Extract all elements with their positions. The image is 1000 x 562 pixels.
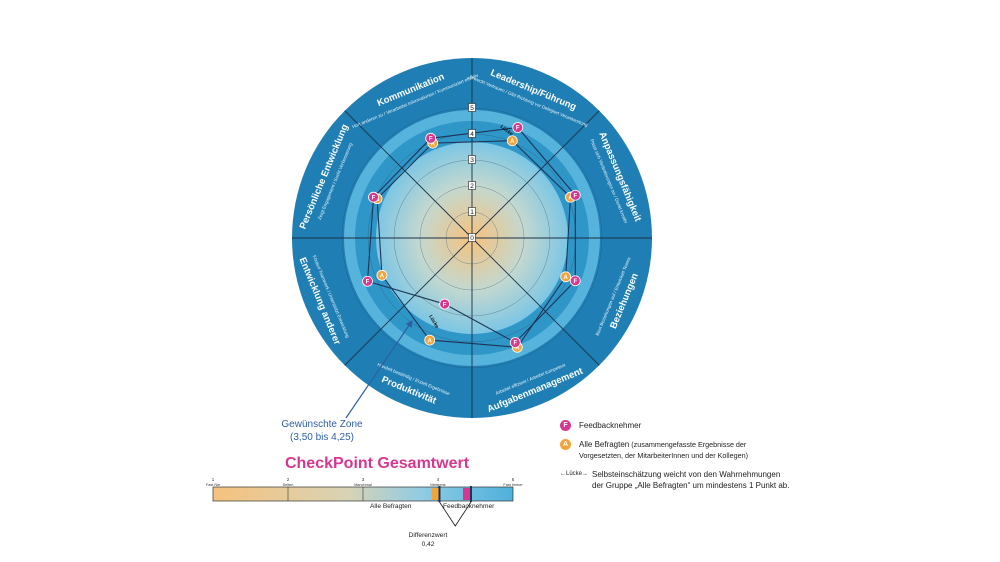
summary-scale-label: Fast Nie bbox=[206, 483, 220, 487]
scale-tick-label: 2 bbox=[470, 183, 474, 190]
feedbacknehmer-point bbox=[362, 275, 373, 287]
feedbacknehmer-point bbox=[425, 132, 437, 144]
scale-tick-box bbox=[468, 207, 476, 216]
legend-feedbacknehmer: F Feedbacknehmer bbox=[560, 420, 790, 431]
summary-scale-label: Manchmal bbox=[354, 483, 372, 487]
scale-tick-box bbox=[468, 103, 476, 112]
scale-ticks: 0 1 2 3 4 5 bbox=[468, 103, 476, 242]
scale-tick-box bbox=[468, 233, 476, 242]
legend-gap-word: Lücke bbox=[566, 471, 583, 477]
alle-befragten-bar-label: Alle Befragten bbox=[370, 503, 412, 510]
alle-befragten-point bbox=[376, 269, 388, 281]
feedbacknehmer-point-label: F bbox=[573, 193, 577, 199]
gap-arrow-icon: ←Lücke→ bbox=[560, 471, 589, 477]
feedbacknehmer-point bbox=[439, 298, 451, 310]
feedbacknehmer-marker bbox=[463, 488, 471, 500]
scale-tick-label: 1 bbox=[470, 209, 474, 216]
feedbacknehmer-point bbox=[569, 189, 581, 201]
legend-a-sub: (zusammengefasste Ergebnisse der Vorgese… bbox=[579, 440, 749, 460]
scale-tick-box bbox=[468, 129, 476, 138]
feedbacknehmer-badge-icon: F bbox=[560, 420, 571, 431]
scale-tick-box bbox=[468, 181, 476, 190]
spoke-line bbox=[344, 237, 473, 366]
score-markers: AFAFAFAFAFAFAFAF bbox=[362, 122, 581, 353]
alle-befragten-point-label: A bbox=[431, 141, 436, 147]
summary-title: CheckPoint Gesamtwert bbox=[284, 455, 470, 472]
difference-label: Differenzwert bbox=[408, 532, 448, 539]
alle-befragten-point-label: A bbox=[515, 345, 520, 351]
zone-note-line2: (3,50 bis 4,25) bbox=[290, 432, 354, 443]
legend-a-main: Alle Befragten bbox=[579, 440, 630, 449]
alle-befragten-point bbox=[424, 334, 436, 346]
feedbacknehmer-point bbox=[509, 337, 521, 348]
feedbacknehmer-point-label: F bbox=[516, 126, 520, 132]
scale-tick-label: 5 bbox=[470, 105, 474, 112]
summary-scale-label: Fast Immer bbox=[503, 483, 523, 487]
alle-befragten-point-label: A bbox=[428, 338, 433, 344]
alle-befragten-marker bbox=[431, 488, 440, 500]
feedbacknehmer-point-label: F bbox=[366, 279, 370, 285]
summary-scale-label: Selten bbox=[283, 483, 294, 487]
feedbacknehmer-point-label: F bbox=[443, 302, 447, 308]
difference-note: Differenzwert 0,42 bbox=[398, 531, 458, 549]
alle-befragten-point bbox=[560, 271, 572, 283]
feedbacknehmer-bar-label: Feedbacknehmer bbox=[443, 503, 495, 510]
difference-bracket bbox=[439, 501, 472, 527]
legend-gap-desc: Selbsteinschätzung weicht von den Wahrne… bbox=[592, 470, 790, 490]
alle-befragten-line bbox=[438, 486, 441, 502]
alle-befragten-point-label: A bbox=[380, 274, 385, 280]
scale-tick-label: 0 bbox=[470, 235, 474, 242]
summary-scale-label: Meistens bbox=[430, 483, 445, 487]
alle-befragten-badge-icon: A bbox=[560, 439, 571, 450]
scale-tick-label: 4 bbox=[470, 131, 474, 138]
feedbacknehmer-point-label: F bbox=[372, 195, 376, 201]
summary-scale-number: 2 bbox=[287, 477, 290, 482]
feedbacknehmer-point-label: F bbox=[429, 137, 433, 143]
feedbacknehmer-point-label: F bbox=[573, 279, 577, 285]
feedbacknehmer-point bbox=[569, 275, 581, 287]
summary-scale-number: 5 bbox=[512, 477, 515, 482]
desired-zone-note: Gewünschte Zone (3,50 bis 4,25) bbox=[262, 418, 382, 444]
spoke-line bbox=[471, 110, 600, 239]
legend-a-text: Alle Befragten (zusammengefasste Ergebni… bbox=[579, 439, 790, 461]
summary-scale-number: 4 bbox=[437, 477, 440, 482]
summary-scale-number: 1 bbox=[212, 477, 215, 482]
alle-befragten-point-label: A bbox=[510, 139, 515, 145]
scale-tick-label: 3 bbox=[470, 157, 474, 164]
zone-pointer-arrow bbox=[345, 320, 413, 419]
feedbacknehmer-point bbox=[368, 191, 379, 203]
zone-note-line1: Gewünschte Zone bbox=[281, 419, 363, 430]
scale-tick-box bbox=[468, 155, 476, 164]
difference-value: 0,42 bbox=[421, 541, 435, 548]
feedbacknehmer-line bbox=[470, 486, 472, 502]
spoke-line bbox=[344, 110, 473, 239]
legend-f-text: Feedbacknehmer bbox=[579, 421, 642, 430]
legend: F Feedbacknehmer A Alle Befragten (zusam… bbox=[560, 420, 790, 499]
alle-befragten-point-label: A bbox=[564, 275, 569, 281]
feedbacknehmer-point bbox=[512, 122, 524, 133]
feedbacknehmer-point-label: F bbox=[513, 341, 517, 347]
legend-gap: ←Lücke→ Selbsteinschätzung weicht von de… bbox=[560, 469, 790, 491]
summary-scale-number: 3 bbox=[362, 477, 365, 482]
spoke-line bbox=[471, 237, 600, 366]
alle-befragten-point-label: A bbox=[568, 195, 573, 201]
legend-alle-befragten: A Alle Befragten (zusammengefasste Ergeb… bbox=[560, 439, 790, 461]
alle-befragten-point bbox=[506, 135, 518, 147]
